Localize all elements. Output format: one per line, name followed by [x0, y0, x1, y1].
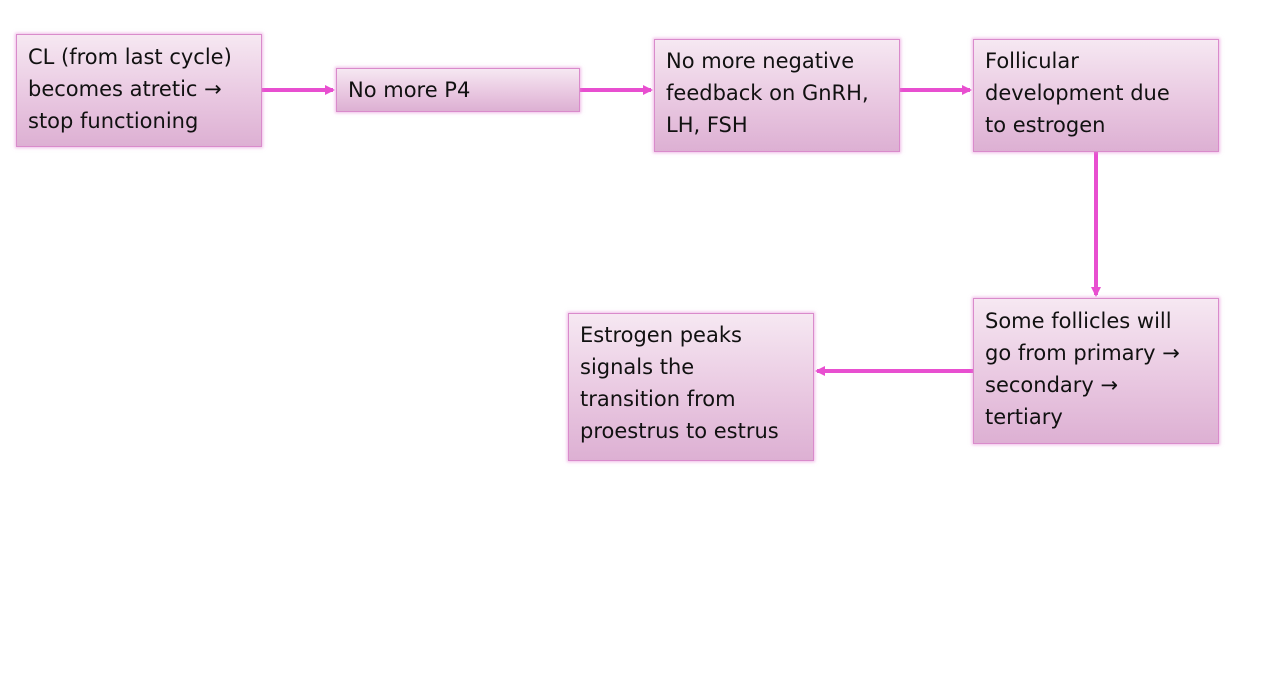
node-follicle-progression: Some follicles will go from primary → se…: [973, 298, 1219, 444]
node-cl-atretic: CL (from last cycle) becomes atretic → s…: [16, 34, 262, 147]
node-estrogen-peaks: Estrogen peaks signals the transition fr…: [568, 313, 814, 461]
node-no-more-p4: No more P4: [336, 68, 580, 112]
node-no-negative-feedback: No more negative feedback on GnRH, LH, F…: [654, 39, 900, 152]
node-follicular-development: Follicular development due to estrogen: [973, 39, 1219, 152]
